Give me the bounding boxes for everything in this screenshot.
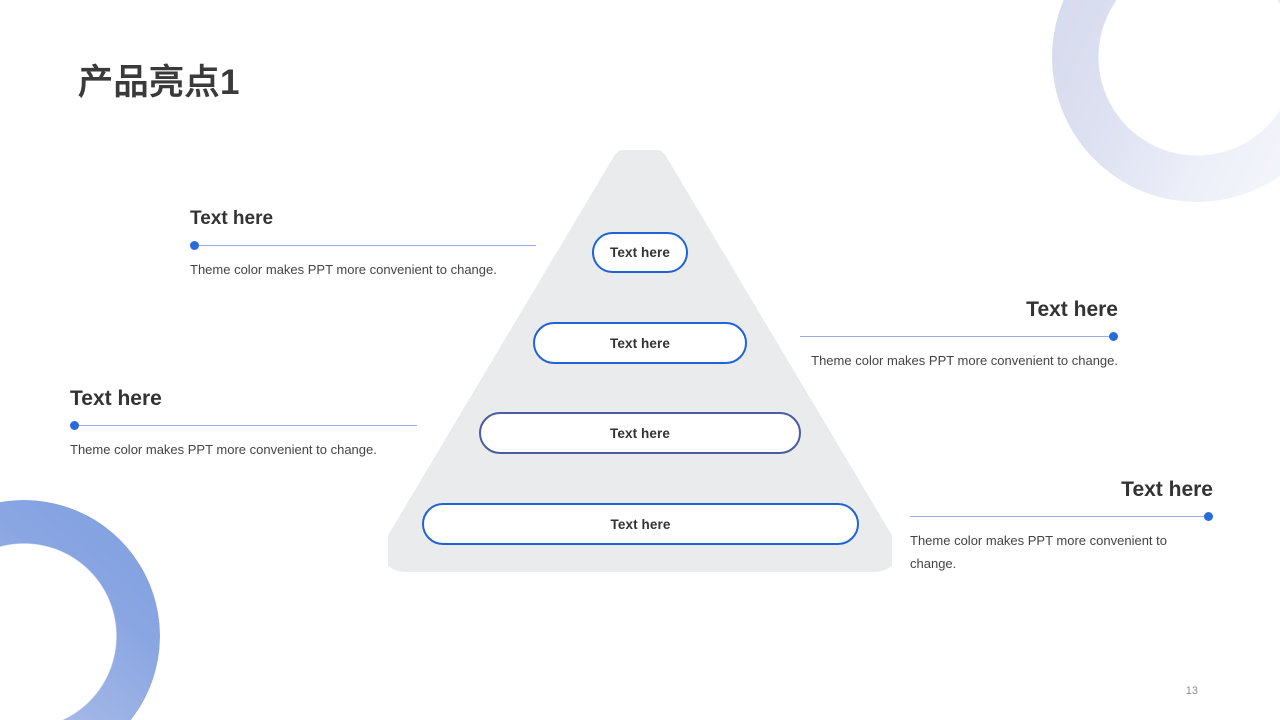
connector-line <box>800 336 1114 338</box>
ring-top-right-decoration <box>1052 0 1280 202</box>
connector-dot-icon <box>1109 332 1118 342</box>
pyramid-level-4[interactable]: Text here <box>422 503 859 545</box>
callout-block-2-heading: Text here <box>70 387 162 410</box>
connector-dot-icon <box>190 240 199 250</box>
callout-block-3-body: Theme color makes PPT more convenient to… <box>811 353 1118 369</box>
pyramid-level-1[interactable]: Text here <box>592 232 688 273</box>
callout-block-1-heading: Text here <box>190 208 274 229</box>
callout-block-3-rule <box>800 331 1118 342</box>
connector-line <box>74 425 417 427</box>
callout-block-1-body: Theme color makes PPT more convenient to… <box>190 261 497 277</box>
page-title: 产品亮点1 <box>78 63 240 102</box>
pyramid-level-2-label: Text here <box>610 335 670 351</box>
callout-block-1-rule <box>190 240 536 251</box>
callout-block-4-heading: Text here <box>1121 478 1213 501</box>
pyramid-level-4-label: Text here <box>610 516 671 532</box>
callout-block-2: Text here Theme color makes PPT more con… <box>70 386 417 462</box>
ring-bottom-left-decoration <box>0 500 160 720</box>
page-number: 13 <box>1185 685 1198 697</box>
callout-block-4-body: Theme color makes PPT more convenient to… <box>910 533 1167 571</box>
connector-line <box>910 516 1209 518</box>
callout-block-4: Text here Theme color makes PPT more con… <box>910 477 1213 575</box>
callout-block-2-rule <box>70 420 417 431</box>
callout-block-3: Text here Theme color makes PPT more con… <box>800 297 1118 373</box>
pyramid-level-3[interactable]: Text here <box>479 412 801 454</box>
connector-dot-icon <box>1204 512 1213 522</box>
pyramid-level-1-label: Text here <box>610 245 670 260</box>
callout-block-2-body: Theme color makes PPT more convenient to… <box>70 442 377 458</box>
pyramid-level-3-label: Text here <box>610 425 670 441</box>
callout-block-1: Text here Theme color makes PPT more con… <box>190 208 536 281</box>
callout-block-3-heading: Text here <box>1026 298 1118 321</box>
connector-line <box>194 244 536 246</box>
connector-dot-icon <box>70 421 79 431</box>
pyramid-level-2[interactable]: Text here <box>533 322 747 364</box>
callout-block-4-rule <box>910 511 1213 522</box>
